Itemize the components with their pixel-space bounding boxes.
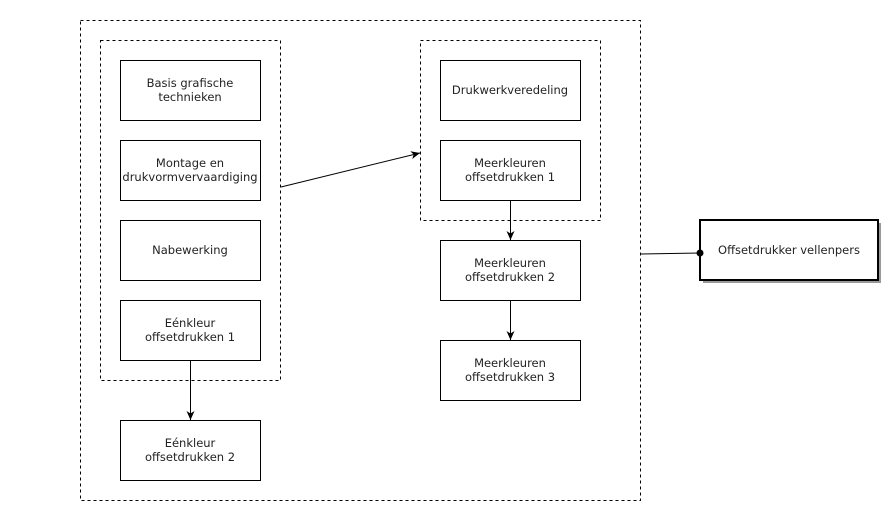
node-label: Meerkleuren [474,156,546,170]
left-group [100,40,281,381]
node-label: offsetdrukken 1 [465,170,555,184]
node-meerkleuren3[interactable] [440,340,581,401]
node-label: Meerkleuren [474,256,546,270]
node-label: Eénkleur [165,316,216,330]
node-basis[interactable] [120,60,261,121]
target-label: Offsetdrukker vellenpers [718,243,860,257]
node-label: offsetdrukken 3 [465,370,555,384]
edge-group-target [640,252,701,255]
node-label: Basis grafische [147,76,234,90]
edge-montage-meerkleuren1 [280,151,421,188]
node-meerkleuren1[interactable] [440,140,581,201]
outer-group [80,20,641,501]
node-label: Drukwerkveredeling [452,83,568,97]
node-label: Montage en [156,156,224,170]
node-label: drukvormvervaardiging [122,170,257,184]
node-label: Meerkleuren [474,356,546,370]
node-veredeling[interactable] [440,60,581,121]
target-node[interactable] [699,219,879,281]
node-label: Eénkleur [165,436,216,450]
node-label: Nabewerking [152,243,228,257]
node-eenkleur2[interactable] [120,420,261,481]
node-montage[interactable] [120,140,261,201]
node-label: offsetdrukken 2 [145,450,235,464]
node-label: offsetdrukken 1 [145,330,235,344]
node-label: technieken [158,90,221,104]
connector-dot [696,249,704,257]
node-label: offsetdrukken 2 [465,270,555,284]
node-nabewerking[interactable] [120,220,261,281]
node-meerkleuren2[interactable] [440,240,581,301]
